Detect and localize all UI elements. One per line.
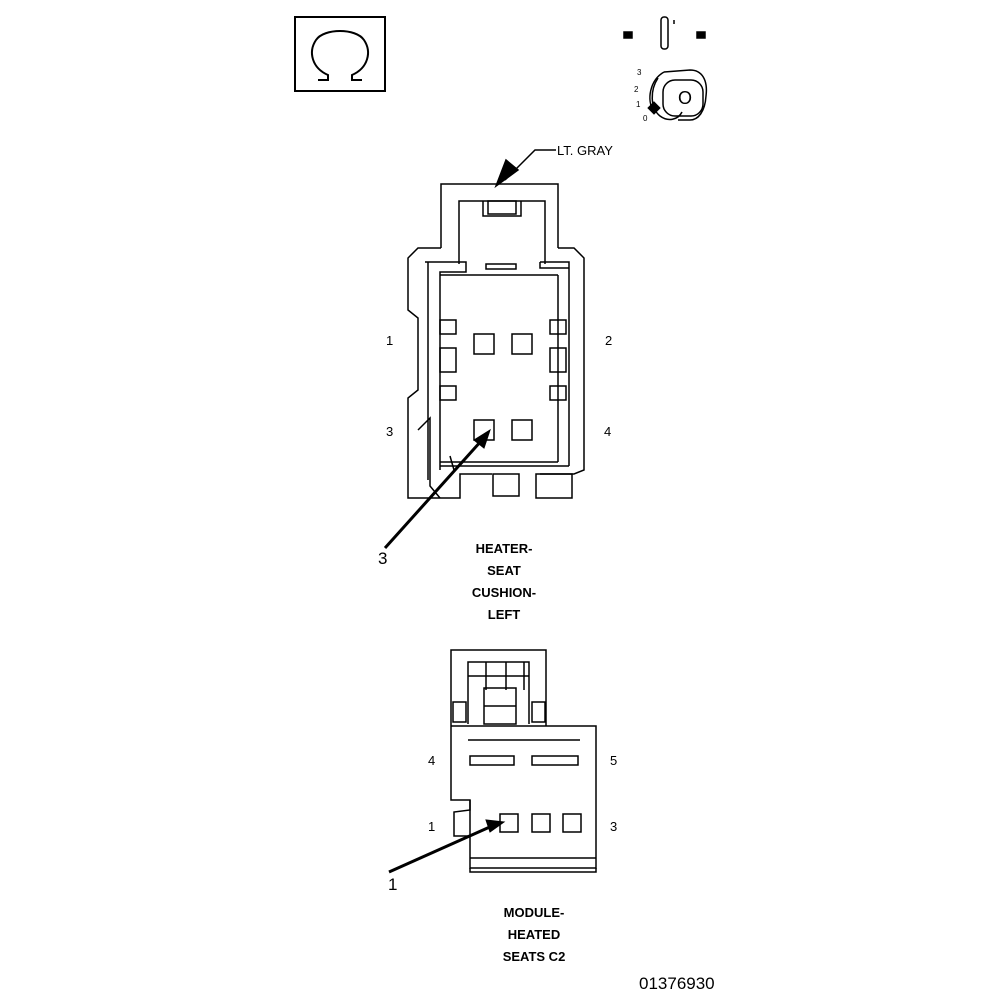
top-callout-number: 3 xyxy=(378,549,388,568)
ignition-position-3: 3 xyxy=(637,68,642,77)
title-line: SEAT xyxy=(487,563,521,578)
ignition-position-0: 0 xyxy=(643,114,648,123)
ignition-position-1: 1 xyxy=(636,100,641,109)
bottom-pin-4: 4 xyxy=(428,753,436,768)
top-pin-2: 2 xyxy=(605,333,613,348)
title-line: HEATER- xyxy=(475,541,533,556)
top-connector-housing xyxy=(407,183,585,499)
title-line: HEATED xyxy=(507,927,561,942)
ignition-position-2: 2 xyxy=(634,85,639,94)
bottom-callout-arrow xyxy=(388,819,506,874)
part-number: 01376930 xyxy=(639,974,715,993)
wire-color-label: LT. GRAY xyxy=(557,143,613,158)
wire-color-leader xyxy=(494,149,556,189)
title-line: SEATS C2 xyxy=(502,949,566,964)
top-connector-title: HEATER- SEAT CUSHION- LEFT xyxy=(434,538,574,626)
top-pin-1: 1 xyxy=(386,333,394,348)
bottom-connector-title: MODULE- HEATED SEATS C2 xyxy=(464,902,604,968)
title-line: CUSHION- xyxy=(471,585,537,600)
title-line: LEFT xyxy=(487,607,521,622)
bottom-pin-1: 1 xyxy=(428,819,436,834)
bottom-pin-3: 3 xyxy=(610,819,618,834)
top-pin-4: 4 xyxy=(604,424,612,439)
bottom-callout-number: 1 xyxy=(388,875,398,894)
top-callout-arrow xyxy=(383,428,491,550)
ignition-switch-icon xyxy=(623,16,708,121)
title-line: MODULE- xyxy=(503,905,565,920)
ohmmeter-icon xyxy=(294,16,386,92)
top-pin-3: 3 xyxy=(386,424,394,439)
bottom-connector-housing xyxy=(450,649,597,873)
bottom-pin-5: 5 xyxy=(610,753,618,768)
ignition-key-label: O xyxy=(678,88,693,108)
